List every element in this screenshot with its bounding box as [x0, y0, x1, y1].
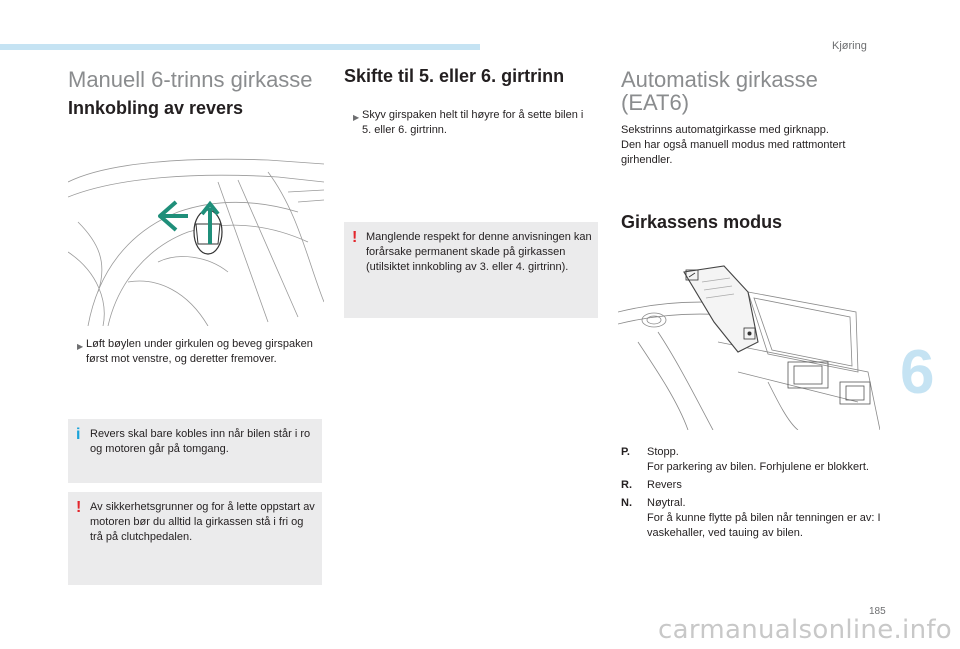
manual-gear-lever-illustration — [68, 152, 324, 326]
lift-collar-instruction: ▶ Løft bøylen under girkulen og beveg gi… — [77, 338, 313, 365]
gearbox-modes-subtitle: Girkassens modus — [621, 212, 783, 232]
warning-icon: ! — [76, 499, 82, 516]
mode-reverse: R. Revers — [621, 479, 682, 491]
automatic-gearbox-intro: Sekstrinns automatgirkasse med girknapp.… — [621, 124, 846, 166]
mode-park: P. Stopp. For parkering av bilen. Forhju… — [621, 446, 869, 473]
push-lever-right-instruction: ▶ Skyv girspaken helt til høyre for å se… — [353, 109, 584, 136]
bullet-triangle-icon: ▶ — [353, 113, 360, 122]
watermark: carmanualsonline.info — [658, 615, 953, 645]
page-number: 185 — [869, 606, 886, 617]
header-accent-bar — [0, 44, 480, 50]
info-icon: i — [76, 426, 81, 443]
chapter-tab — [902, 339, 960, 415]
automatic-gear-selector-illustration — [618, 262, 880, 430]
gear-damage-warning-note: ! Manglende respekt for denne anvisninge… — [344, 222, 598, 318]
gearbox-modes-list: P. Stopp. For parkering av bilen. Forhju… — [621, 445, 881, 544]
automatic-gearbox-title: Automatisk girkasse (EAT6) — [621, 67, 818, 116]
section-title: Kjøring — [832, 40, 867, 52]
reverse-gear-subtitle: Innkobling av revers — [68, 98, 244, 118]
bullet-triangle-icon: ▶ — [77, 342, 84, 351]
chapter-number: 6 — [900, 338, 935, 407]
manual-gearbox-title: Manuell 6-trinns girkasse — [68, 67, 313, 92]
reverse-info-note: i Revers skal bare kobles inn når bilen … — [68, 419, 322, 483]
mode-neutral: N. Nøytral. For å kunne flytte på bilen … — [621, 497, 881, 539]
fifth-sixth-gear-title: Skifte til 5. eller 6. girtrinn — [344, 66, 565, 86]
warning-icon: ! — [352, 229, 358, 246]
clutch-warning-note: ! Av sikkerhetsgrunner og for å lette op… — [68, 492, 322, 585]
